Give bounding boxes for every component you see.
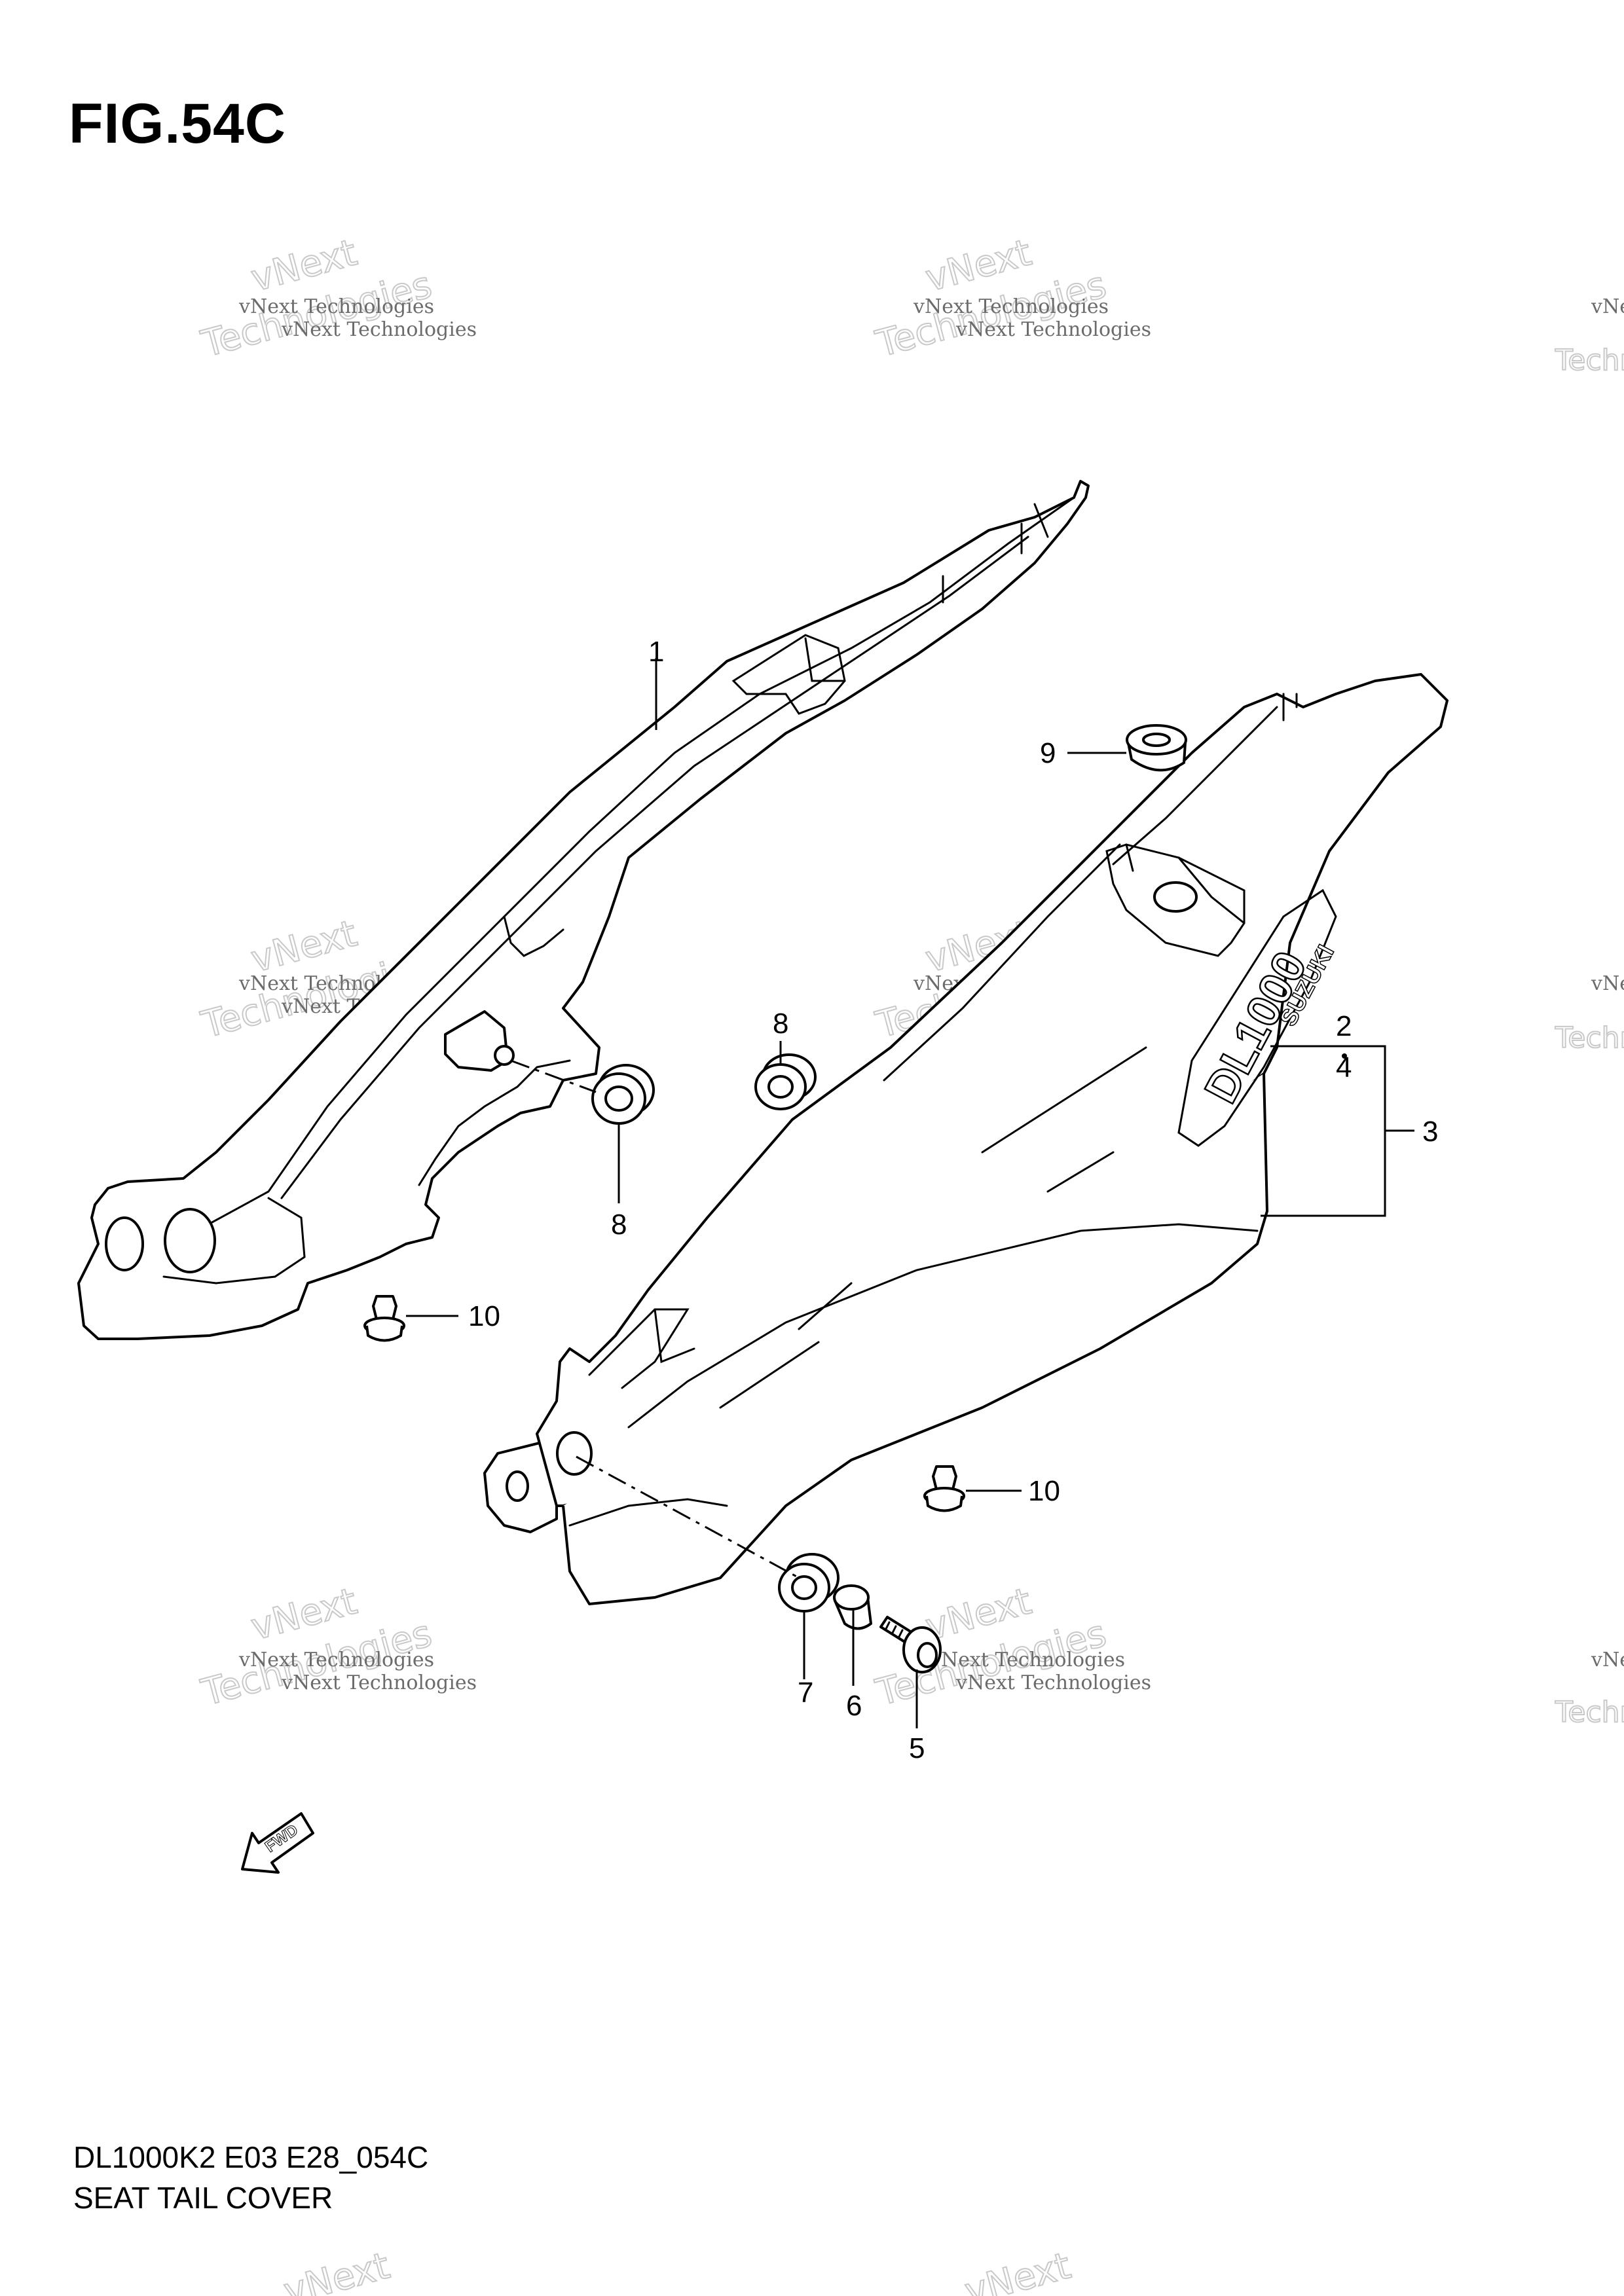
rivet-10-left-base [365, 1325, 403, 1342]
part-7-grommet [778, 1553, 840, 1613]
right-cover-bracket-detail [654, 1308, 695, 1364]
right-cover-lower-skirt [562, 1073, 1268, 1605]
grommet-8-center-hole [767, 1075, 794, 1099]
bolt-5-head [917, 1642, 938, 1668]
left-cover-ribs [942, 503, 1049, 604]
right-cover-boss [1105, 843, 1246, 957]
left-cover-pin [494, 1045, 515, 1066]
left-cover-hole-1 [164, 1208, 216, 1273]
right-cover-mount-hole-2 [506, 1470, 529, 1502]
left-cover-boss [731, 634, 846, 715]
callout-9: 9 [1040, 737, 1056, 769]
left-cover-outline [77, 480, 1090, 1340]
section-name: SEAT TAIL COVER [73, 2181, 333, 2215]
callout-10-left: 10 [468, 1300, 500, 1332]
watermark-small-a: vNext Technologies [913, 295, 1109, 318]
rivet-10-right-shank [932, 1465, 957, 1491]
part-1-left-seat-tail-cover [77, 480, 1090, 1340]
watermark-large-bottom: Technologies [1555, 344, 1624, 377]
part-5-bolt [879, 1616, 942, 1673]
callout-2: 2 [1336, 1010, 1352, 1042]
watermark-small-a: vNext Technologies [1591, 972, 1624, 995]
right-cover-tail-line [568, 1498, 728, 1527]
watermark-low-left: vNext Technologies vNext Technologies vN… [196, 1579, 477, 1715]
callout-6: 6 [846, 1690, 862, 1722]
right-cover-front-ridge [1112, 706, 1278, 866]
part-3-right-seat-tail-cover: DL1000 SUZUKI [483, 673, 1449, 1605]
grommet-7-hole [791, 1575, 817, 1600]
watermark-small-b: vNext Technologies [281, 318, 477, 341]
right-cover-contour-lines [719, 1046, 1147, 1409]
callouts: 1 2 3 4 5 6 7 8 8 9 10 10 [468, 636, 1438, 1764]
leader-lines [406, 658, 1414, 1728]
part-10-rivet-right [923, 1465, 965, 1512]
callout-8-left: 8 [611, 1209, 627, 1241]
collar-6-top [833, 1584, 870, 1611]
figure-title: FIG.54C [69, 92, 286, 155]
callout-4: 4 [1336, 1051, 1352, 1084]
watermark-small-a: vNext Technologies [929, 1649, 1125, 1671]
fwd-arrow-icon [241, 1812, 314, 1874]
left-cover-inner-edge [280, 536, 1029, 1199]
watermark-bottom-edge: vNext vNext [279, 2244, 1076, 2296]
leader-2-4-dot [1342, 1053, 1347, 1059]
decal-outline [1177, 888, 1337, 1147]
grommet-9-hole [1142, 733, 1171, 747]
callout-1: 1 [648, 636, 664, 668]
watermark-top-center: vNext Technologies vNext Technologies vN… [871, 230, 1151, 366]
left-cover-hole-2 [105, 1216, 144, 1271]
right-cover-short-line [798, 1282, 853, 1330]
watermark-small-a: vNext Technologies [1591, 1649, 1624, 1671]
right-cover-mid-contour [627, 1223, 1259, 1429]
grommet-8-left-hole [604, 1085, 633, 1112]
watermark-small-a: vNext Technologies [238, 1649, 434, 1671]
part-8-grommet-left [591, 1064, 655, 1125]
right-cover-mount-hole-1 [556, 1431, 593, 1476]
watermark-top-right: vNext Technologies Technologies [1554, 295, 1624, 378]
assembly-line-right-mount [576, 1455, 800, 1579]
right-cover-boss-hole [1153, 881, 1198, 913]
right-cover-upper-ridge [883, 843, 1121, 1082]
right-cover-bracket [588, 1308, 690, 1389]
callout-5: 5 [909, 1732, 925, 1764]
watermark-mid-right: vNext Technologies Technologies [1554, 972, 1624, 1055]
part-8-grommet-center [754, 1053, 817, 1110]
left-cover-pin-mount [444, 1010, 509, 1072]
watermark-large-bottom: Technologies [1555, 1696, 1624, 1729]
watermark-low-right: vNext Technologies Technologies [1554, 1649, 1624, 1730]
left-cover-end-flange [162, 1197, 306, 1285]
fwd-arrow: FWD [241, 1812, 314, 1874]
watermark-small-b: vNext Technologies [955, 318, 1151, 341]
watermark-large-top: vNext [961, 2244, 1075, 2296]
watermark-large-top: vNext [280, 2244, 394, 2296]
watermark-small-a: vNext Technologies [1591, 295, 1624, 318]
left-cover-lower-edge [418, 1059, 571, 1186]
watermark-small-b: vNext Technologies [955, 1671, 1151, 1694]
watermark-large-bottom: Technologies [1555, 1021, 1624, 1055]
callout-10-right: 10 [1028, 1475, 1060, 1507]
bolt-5-thread [884, 1621, 904, 1639]
callout-8-center: 8 [773, 1008, 788, 1040]
left-cover-bracket-top [503, 915, 564, 957]
leader-3-bracket [1261, 1045, 1386, 1217]
right-cover-boss-edge [1125, 843, 1246, 924]
rivet-10-left-shank [372, 1295, 397, 1321]
model-code: DL1000K2 E03 E28_054C [73, 2140, 429, 2174]
assembly-line-left-pin [510, 1059, 597, 1093]
callout-3: 3 [1422, 1116, 1438, 1148]
part-9-grommet [1126, 724, 1187, 772]
left-cover-boss-edge [804, 637, 846, 682]
watermark-small-b: vNext Technologies [281, 1671, 477, 1694]
right-cover-tab [1282, 693, 1298, 721]
watermark-small-a: vNext Technologies [238, 295, 434, 318]
watermark-top-left: vNext Technologies vNext Technologies vN… [196, 230, 477, 366]
assembly-lines [510, 1059, 800, 1579]
rivet-10-right-base [925, 1495, 963, 1512]
part-10-rivet-left [363, 1295, 405, 1342]
callout-7: 7 [798, 1677, 813, 1709]
